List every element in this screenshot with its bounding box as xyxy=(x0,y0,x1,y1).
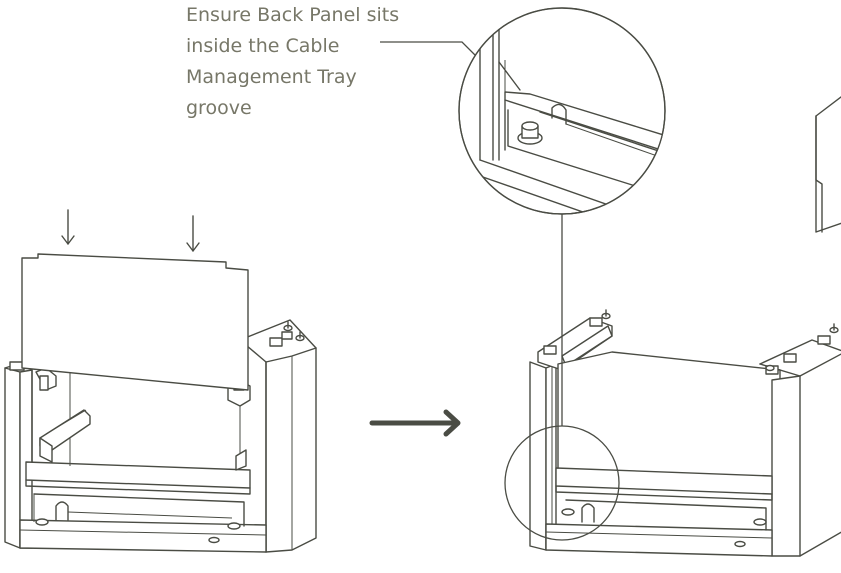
side-panel-partial xyxy=(815,96,841,233)
right-side-panel xyxy=(771,353,841,557)
tray-bracket xyxy=(35,367,91,463)
base-board xyxy=(19,519,267,553)
arrow-right-icon xyxy=(369,409,461,437)
cabinet-before xyxy=(4,209,317,553)
instruction-line-3: Management Tray xyxy=(186,66,357,88)
instruction-text: Ensure Back Panel sits inside the Cable … xyxy=(186,0,446,124)
base-board xyxy=(545,523,773,557)
right-side-panel xyxy=(265,347,317,553)
left-side-panel xyxy=(4,367,21,549)
cable-management-tray xyxy=(25,461,251,489)
left-side-panel xyxy=(529,361,547,551)
instruction-line-1: Ensure Back Panel sits xyxy=(186,4,400,26)
tray-bracket xyxy=(537,309,613,371)
instruction-line-4: groove xyxy=(186,97,252,119)
instruction-line-2: inside the Cable xyxy=(186,35,340,57)
detail-callout xyxy=(380,7,666,541)
back-panel xyxy=(21,253,249,391)
arrow-down-icon xyxy=(61,209,75,245)
arrow-down-icon xyxy=(186,215,200,252)
